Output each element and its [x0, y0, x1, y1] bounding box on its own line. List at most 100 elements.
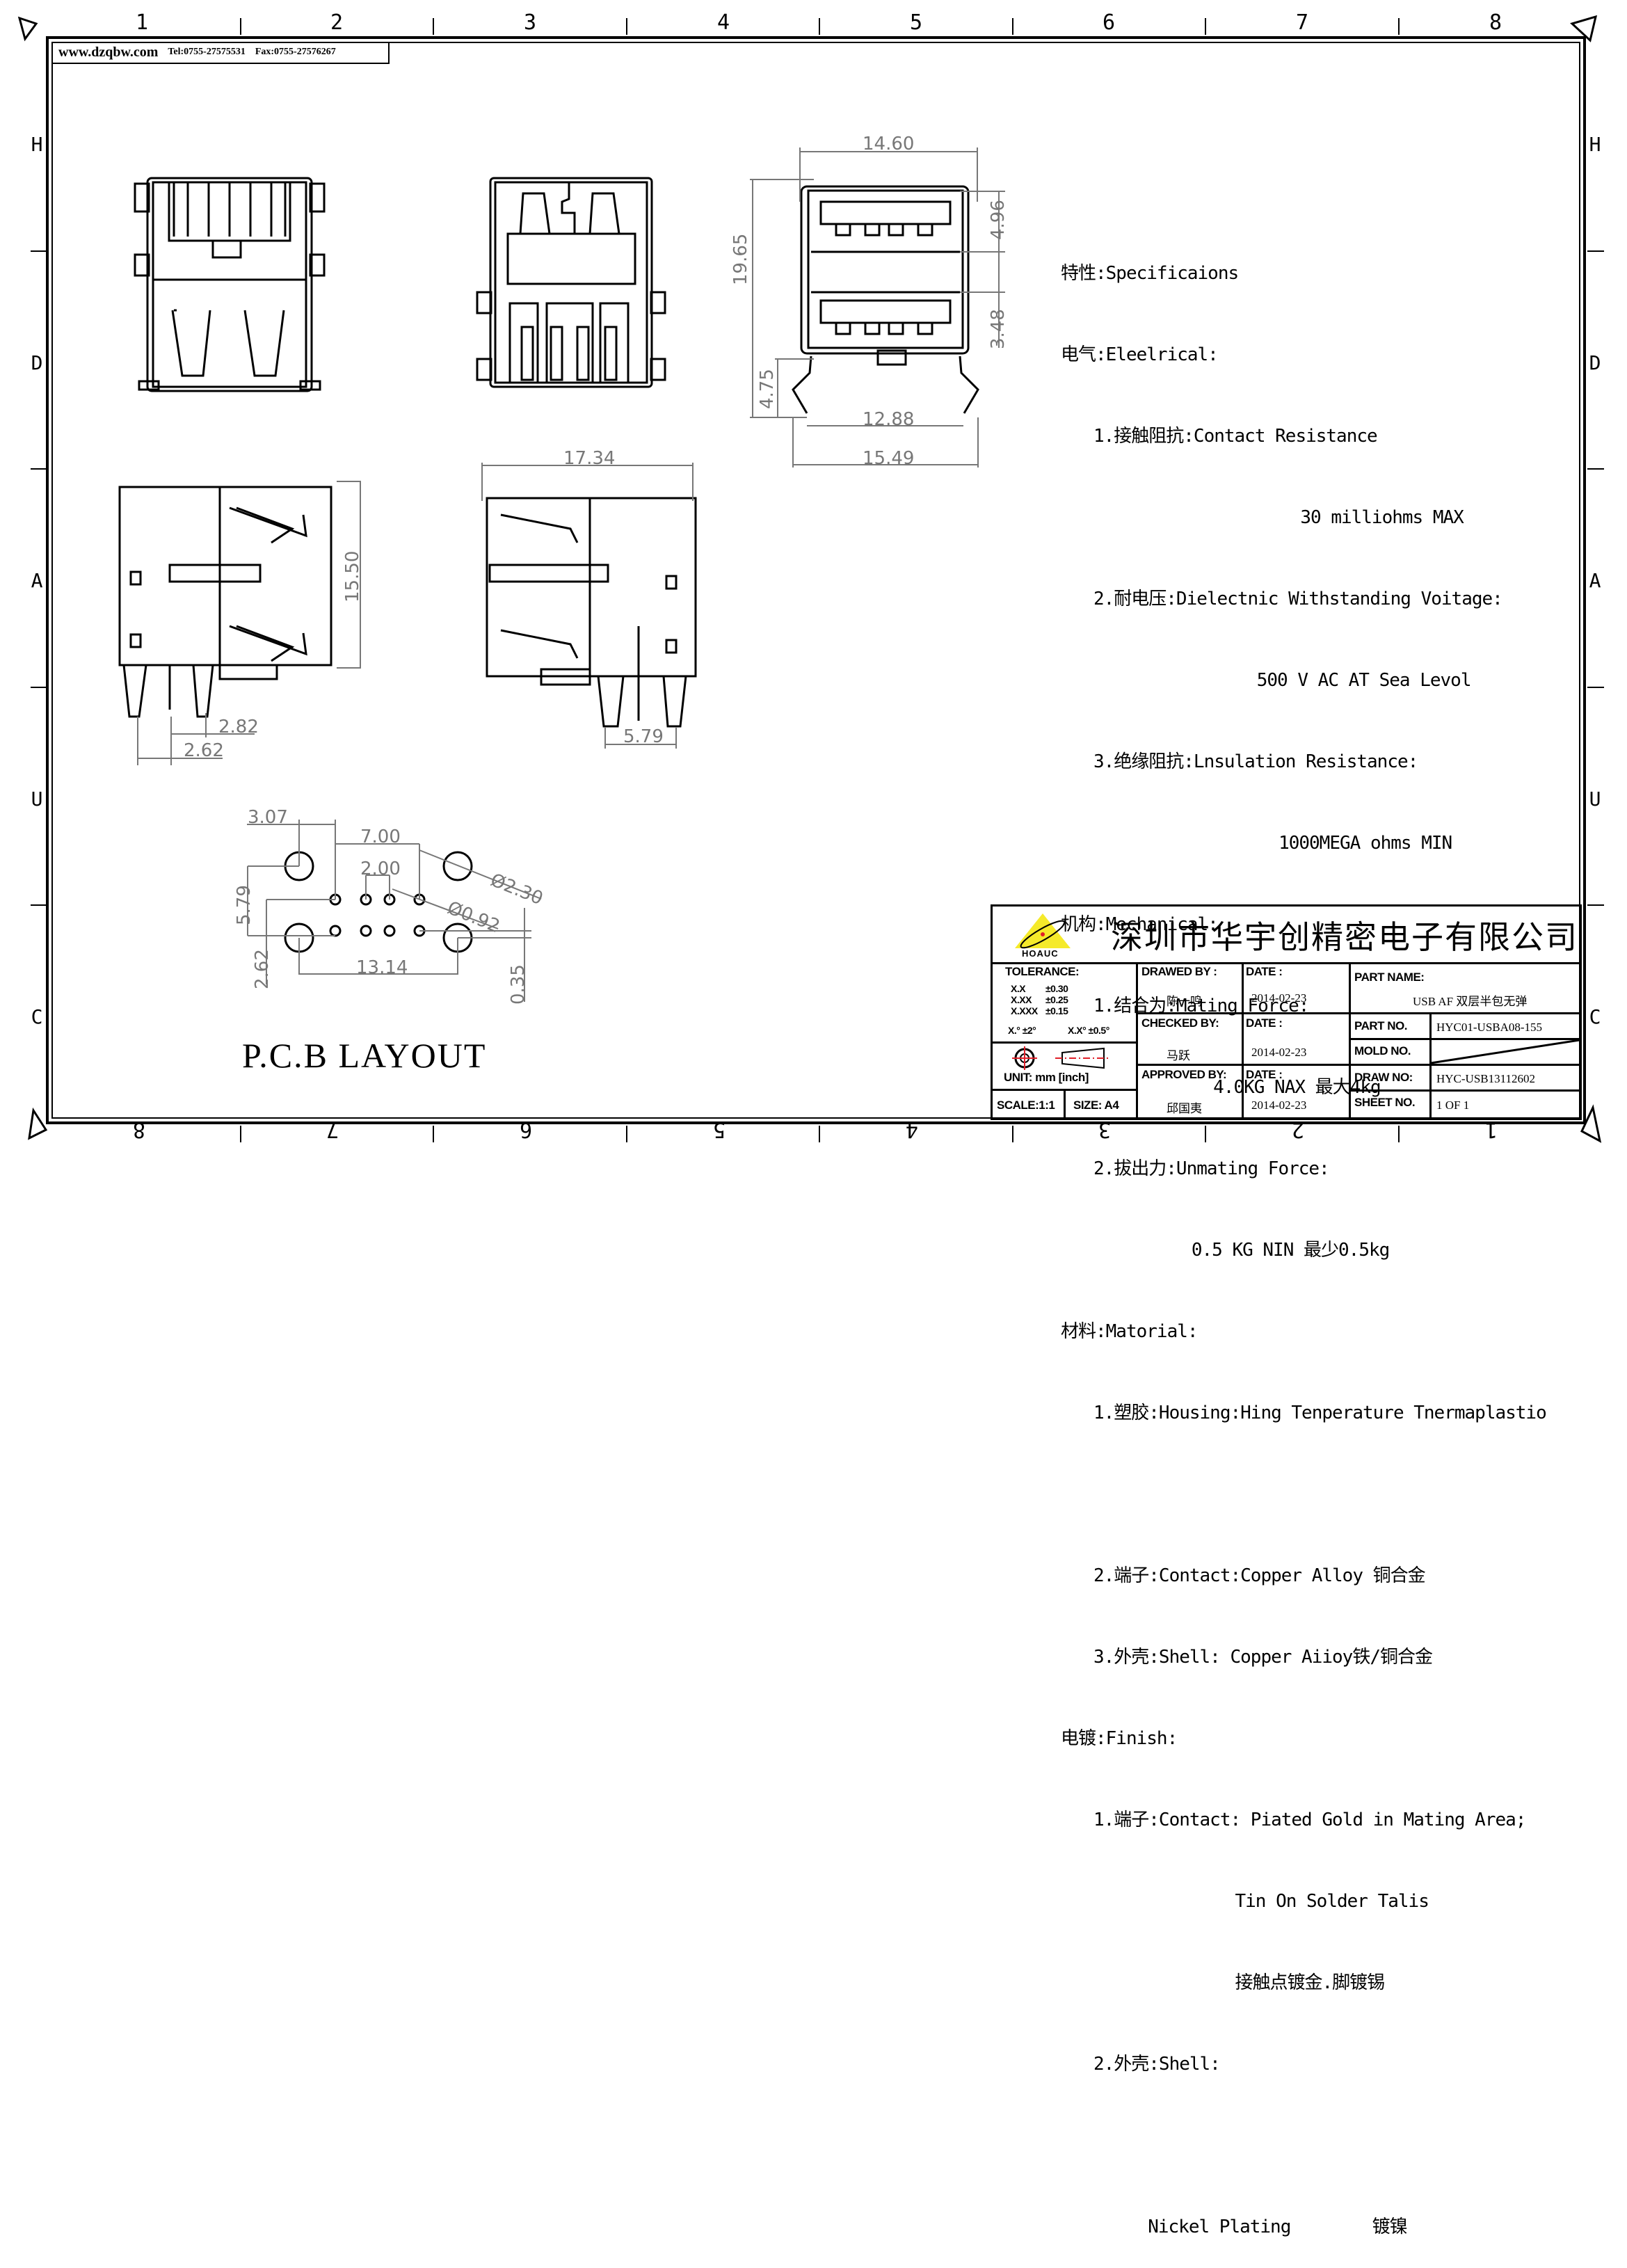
angle-tolerance-1: X.° ±2°	[1008, 1025, 1036, 1036]
ruler-col: 3	[523, 10, 537, 35]
spec-heading: 特性:Specificaions	[1061, 263, 1239, 284]
spec-item: 2.耐电压:Dielectnic Withstanding Voitage:	[1093, 589, 1503, 609]
ruler-row: D	[1589, 351, 1601, 374]
dim-label: 5.79	[623, 726, 664, 747]
corner-triangle-icon	[28, 1107, 48, 1140]
date-label: DATE :	[1246, 1068, 1283, 1081]
dim-label: 14.60	[863, 134, 915, 154]
spec-item: 1.接触阻抗:Contact Resistance	[1093, 426, 1378, 447]
tel-text: Tel:0755-27575531	[168, 47, 246, 57]
part-name-value: USB AF 双层半包无弹	[1413, 995, 1528, 1008]
ruler-row: U	[1589, 788, 1601, 810]
draw-no-value: HYC-USB13112602	[1436, 1072, 1535, 1085]
date-label: DATE :	[1246, 965, 1283, 978]
spec-item: 3.绝缘阻抗:Lnsulation Resistance:	[1093, 751, 1418, 772]
part-name-label: PART NAME:	[1354, 971, 1425, 984]
spec-item: 2.拔出力:Unmating Force:	[1093, 1158, 1330, 1179]
dim-label: 2.62	[184, 740, 224, 761]
ruler-row: H	[1589, 133, 1601, 156]
spec-blank	[1061, 1481, 1546, 1508]
spec-value: 1000MEGA ohms MIN	[1279, 833, 1452, 854]
spec-item: 1.塑胶:Housing:Hing Tenperature Tnermaplas…	[1093, 1403, 1547, 1423]
spec-item: 2.外壳:Shell:	[1093, 2054, 1221, 2075]
mold-no-label: MOLD NO.	[1354, 1044, 1411, 1057]
spec-item: 3.外壳:Shell: Copper Aiioy铁/铜合金	[1093, 1647, 1433, 1668]
ruler-row: C	[1589, 1005, 1601, 1028]
spec-item: 2.端子:Contact:Copper Alloy 铜合金	[1093, 1565, 1426, 1586]
scale-label: SCALE:1:1	[997, 1099, 1055, 1112]
fax-text: Fax:0755-27576267	[255, 47, 336, 57]
tolerance-rows: X.X±0.30 X.XX±0.25 X.XXX±0.15	[1011, 983, 1068, 1016]
front-view-drawing	[134, 177, 326, 392]
spec-value: 30 milliohms MAX	[1300, 507, 1464, 528]
part-no-label: PART NO.	[1354, 1019, 1407, 1032]
spec-heading: 电气:Eleelrical:	[1061, 344, 1219, 365]
ruler-row: C	[31, 1005, 43, 1028]
ruler-col: 4	[716, 10, 730, 35]
corner-marks	[17, 15, 1602, 1143]
spec-heading: 机构:Mechanical:	[1061, 914, 1219, 935]
ruler-row: U	[31, 788, 43, 810]
corner-triangle-icon	[1570, 15, 1598, 42]
logo-text: HOAUC	[1022, 948, 1059, 959]
spec-blank	[1061, 2132, 1546, 2159]
spec-value: Nickel Plating 镀镍	[1148, 2217, 1407, 2237]
technical-drawings	[118, 147, 1005, 1002]
ruler-col: 1	[135, 10, 149, 35]
drawing-frame-inner	[51, 42, 1580, 1119]
drawed-by-value: 陈一鸣	[1167, 995, 1202, 1008]
angle-tolerance-2: X.X° ±0.5°	[1068, 1025, 1109, 1036]
ruler-col: 7	[1295, 10, 1309, 35]
checked-by-value: 马跃	[1167, 1049, 1190, 1062]
side-view-left-drawing	[118, 486, 332, 718]
pcb-layout-title: P.C.B LAYOUT	[242, 1036, 487, 1075]
dim-label: 17.34	[563, 448, 616, 469]
date-drawed: 2014-02-23	[1251, 991, 1307, 1005]
spec-value: 接触点镀金.脚镀锡	[1235, 1972, 1385, 1993]
ruler-row: D	[31, 351, 43, 374]
corner-triangle-icon	[17, 16, 38, 42]
sheet-no-value: 1 OF 1	[1436, 1099, 1470, 1112]
dim-label: 15.49	[863, 448, 915, 469]
dim-label: 0.35	[508, 964, 529, 1005]
side-view-right-drawing	[486, 497, 697, 728]
dim-label: 15.50	[342, 550, 363, 602]
ruler-row: A	[1589, 569, 1601, 592]
date-label: DATE :	[1246, 1016, 1283, 1030]
company-name: 深圳市华宇创精密电子有限公司	[1111, 920, 1578, 955]
dim-label: 3.07	[248, 807, 288, 828]
specifications-block: 特性:Specificaions 电气:Eleelrical: 1.接触阻抗:C…	[1061, 206, 1547, 2268]
spec-value: Tin On Solder Talis	[1235, 1891, 1429, 1912]
unit-label: UNIT: mm [inch]	[1004, 1071, 1089, 1084]
ruler-row: A	[31, 569, 43, 592]
date-checked: 2014-02-23	[1251, 1046, 1307, 1059]
dim-label: 3.48	[988, 309, 1009, 349]
sheet-no-label: SHEET NO.	[1354, 1096, 1416, 1109]
approved-by-value: 邱国夷	[1167, 1102, 1202, 1115]
spec-heading: 材料:Matorial:	[1061, 1321, 1199, 1342]
hoauc-logo-icon	[1015, 913, 1071, 949]
website-link[interactable]: www.dzqbw.com	[58, 44, 159, 60]
spec-heading: 电镀:Finish:	[1061, 1728, 1178, 1749]
pcb-layout-drawing	[284, 851, 473, 953]
ruler-row: H	[31, 133, 43, 156]
dim-label: 5.79	[234, 885, 255, 925]
title-block: HOAUC 深圳市华宇创精密电子有限公司 TOLERANCE: X.X±0.30…	[991, 904, 1582, 1120]
date-approved: 2014-02-23	[1251, 1099, 1307, 1112]
spec-value: 4.0KG NAX 最大4kg	[1213, 1077, 1381, 1098]
drawed-by-label: DRAWED BY :	[1141, 965, 1217, 978]
ruler-col: 8	[1489, 10, 1502, 35]
checked-by-label: CHECKED BY:	[1141, 1016, 1219, 1030]
website-stamp: www.dzqbw.com Tel:0755-27575531 Fax:0755…	[51, 42, 390, 64]
corner-triangle-icon	[1580, 1104, 1602, 1143]
dim-label: 4.75	[757, 369, 778, 409]
mold-no-strike	[1431, 1039, 1580, 1064]
ruler-col: 5	[909, 10, 923, 35]
rear-view-drawing	[476, 177, 666, 388]
spec-value: 500 V AC AT Sea Levol	[1256, 670, 1472, 691]
dim-label: 13.14	[356, 957, 408, 978]
dim-label: 4.96	[988, 200, 1009, 240]
dim-label: 2.62	[252, 949, 273, 989]
tolerance-label: TOLERANCE:	[1005, 965, 1080, 978]
dim-label: 7.00	[360, 826, 401, 847]
